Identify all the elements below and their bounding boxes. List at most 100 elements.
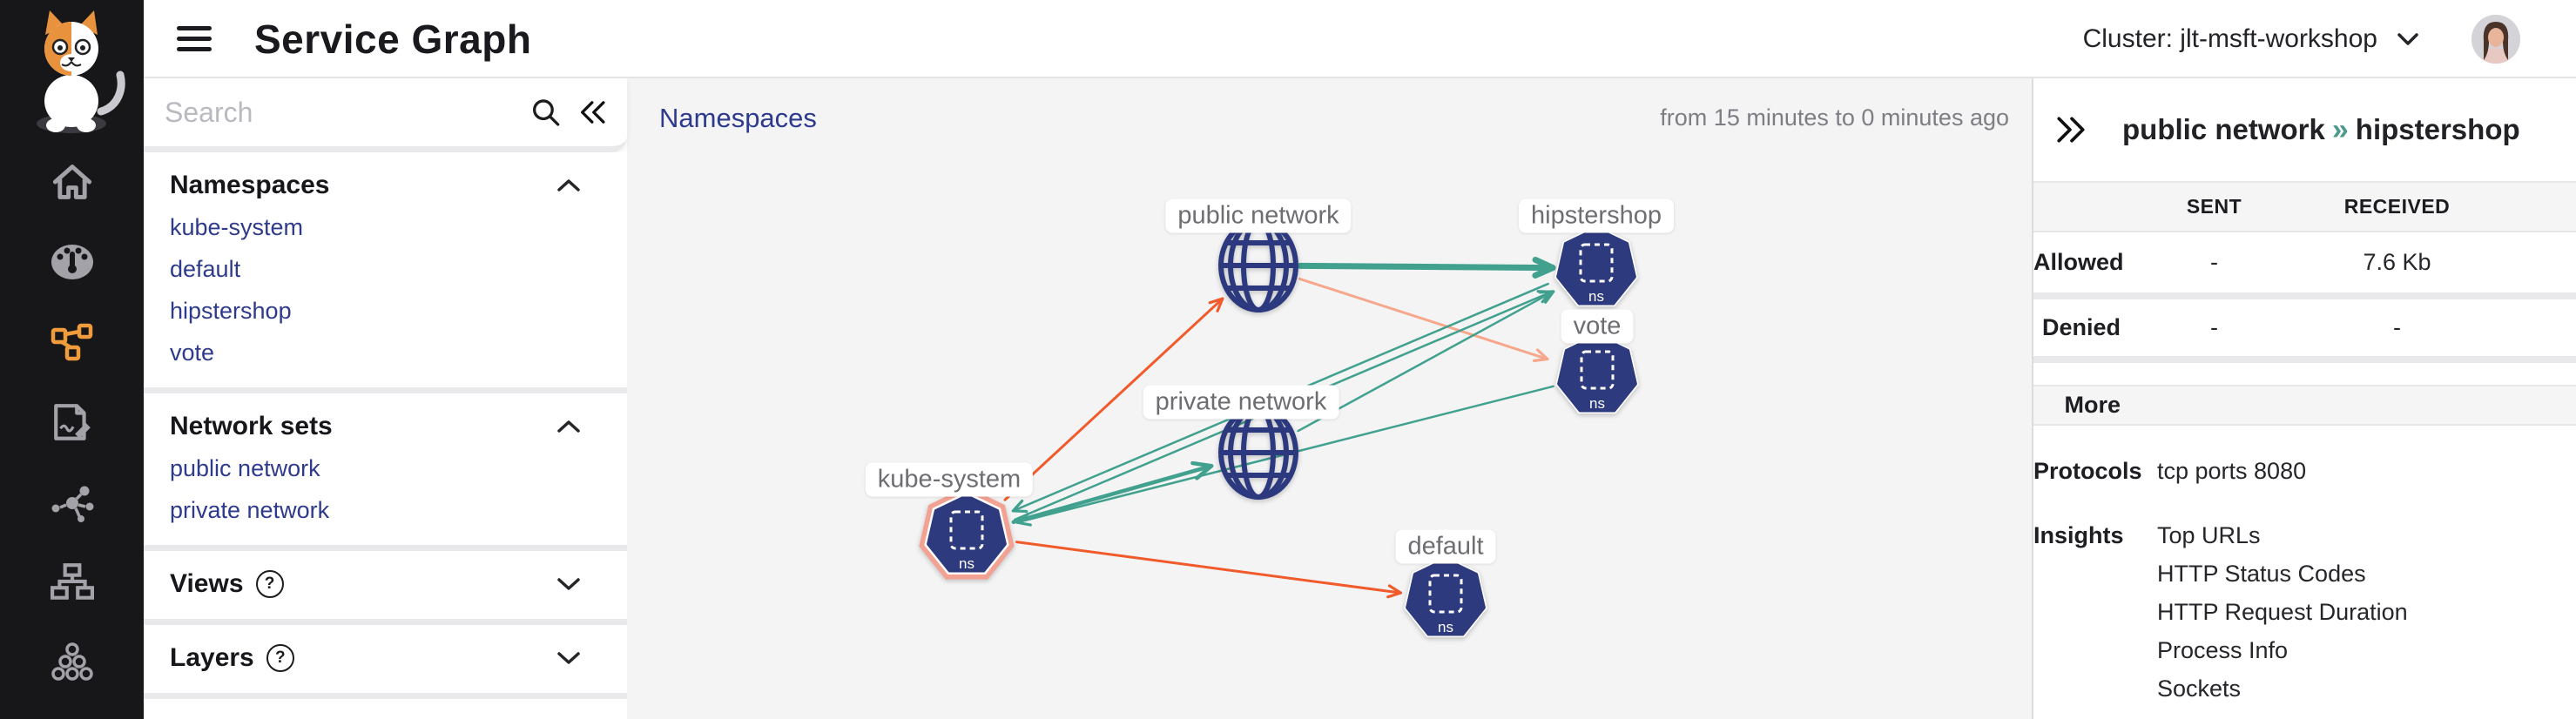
search-icon[interactable] bbox=[530, 96, 561, 129]
clusters-icon bbox=[51, 642, 93, 681]
rail-item-hierarchy[interactable] bbox=[48, 563, 97, 601]
section-header[interactable]: Views? bbox=[144, 563, 627, 605]
sidebar-sections: Namespaces kube-system default hipstershop v… bbox=[144, 152, 627, 699]
chevron-up-icon bbox=[557, 179, 580, 192]
edge-public-network-to-vote[interactable] bbox=[1298, 277, 1549, 362]
service-graph-icon bbox=[51, 323, 92, 361]
menu-icon[interactable] bbox=[177, 26, 212, 52]
row-label: Allowed bbox=[2033, 249, 2124, 275]
traffic-row-allowed: Allowed-7.6 Kb bbox=[2033, 232, 2576, 299]
sidebar-item-hipstershop[interactable]: hipstershop bbox=[170, 297, 292, 324]
column-sent: SENT bbox=[2186, 195, 2242, 218]
service-graph: ns ns ns ns bbox=[919, 218, 1639, 638]
globe-icon bbox=[1218, 218, 1298, 312]
search-bar bbox=[144, 78, 627, 152]
connections-icon bbox=[51, 486, 93, 522]
namespace-glyph bbox=[1580, 350, 1615, 390]
breadcrumb: public network » hipstershop bbox=[2122, 113, 2520, 147]
more-label: More bbox=[2064, 392, 2121, 418]
hierarchy-icon bbox=[50, 563, 94, 600]
svg-text:ns: ns bbox=[959, 555, 974, 572]
breadcrumb-arrow-icon: » bbox=[2331, 112, 2349, 146]
node-vote[interactable]: ns bbox=[1555, 333, 1639, 414]
sidebar-item-private-network[interactable]: private network bbox=[170, 496, 330, 523]
brand-logo[interactable] bbox=[0, 0, 144, 133]
insights-label: Insights bbox=[2033, 522, 2124, 548]
graph-canvas[interactable]: ns ns ns ns Namespaces from 15 minutes to 0… bbox=[627, 78, 2032, 719]
rail-item-home[interactable] bbox=[48, 162, 97, 202]
sent-value: - bbox=[2210, 314, 2218, 340]
chevron-down-icon bbox=[557, 578, 580, 590]
edge-kube-system-to-default[interactable] bbox=[1015, 541, 1403, 599]
node-label-kube-system[interactable]: kube-system bbox=[865, 462, 1034, 497]
sidebar-item-kube-system[interactable]: kube-system bbox=[170, 213, 304, 240]
section-label: Layers bbox=[170, 643, 254, 672]
globe-icon bbox=[1218, 406, 1298, 500]
node-hipstershop[interactable]: ns bbox=[1554, 225, 1638, 307]
node-public-network[interactable] bbox=[1218, 218, 1298, 312]
protocols-label: Protocols bbox=[2033, 458, 2142, 484]
node-label-private-network[interactable]: private network bbox=[1143, 385, 1339, 420]
node-private-network[interactable] bbox=[1218, 406, 1298, 500]
sidebar-section-layers: Layers? bbox=[144, 625, 627, 699]
edge-public-network-to-hipstershop[interactable] bbox=[1297, 256, 1556, 279]
node-label-hipstershop[interactable]: hipstershop bbox=[1519, 198, 1674, 233]
time-range-label[interactable]: from 15 minutes to 0 minutes ago bbox=[1660, 104, 2009, 131]
chevron-down-icon bbox=[557, 652, 580, 664]
canvas-view-title: Namespaces bbox=[659, 103, 817, 133]
spacer bbox=[2033, 363, 2576, 385]
rail-item-access-reports[interactable] bbox=[48, 403, 97, 443]
section-label: Namespaces bbox=[170, 171, 330, 199]
details-header: public network » hipstershop bbox=[2033, 78, 2576, 181]
namespace-glyph bbox=[1579, 243, 1614, 283]
collapse-panel-icon[interactable] bbox=[2054, 114, 2087, 145]
rail-item-dashboard[interactable] bbox=[48, 243, 97, 281]
section-header[interactable]: Layers? bbox=[144, 637, 627, 679]
breadcrumb-target[interactable]: hipstershop bbox=[2355, 113, 2520, 145]
section-header[interactable]: Network sets bbox=[144, 406, 627, 447]
protocols-value: tcp ports 8080 bbox=[2157, 458, 2307, 484]
help-icon[interactable]: ? bbox=[266, 644, 294, 672]
edge-kube-system-to-public-network[interactable] bbox=[1003, 297, 1224, 501]
node-label-vote[interactable]: vote bbox=[1561, 309, 1634, 344]
breadcrumb-source[interactable]: public network bbox=[2122, 113, 2325, 145]
protocols-row: Protocols tcp ports 8080 bbox=[2033, 452, 2576, 490]
collapse-sidebar-icon[interactable] bbox=[578, 97, 608, 127]
edge-kube-system-to-private-network[interactable] bbox=[1011, 460, 1214, 524]
sent-value: - bbox=[2210, 249, 2218, 275]
insight-item-http-status-codes[interactable]: HTTP Status Codes bbox=[2157, 561, 2366, 587]
access-reports-icon bbox=[53, 404, 91, 440]
rail-item-service-graph[interactable] bbox=[48, 322, 97, 362]
insight-item-process-info[interactable]: Process Info bbox=[2157, 637, 2289, 663]
row-label: Denied bbox=[2041, 314, 2121, 340]
traffic-row-denied: Denied-- bbox=[2033, 299, 2576, 363]
node-default[interactable]: ns bbox=[1404, 556, 1487, 638]
sidebar-section-network-sets: Network sets public network private networ… bbox=[144, 393, 627, 551]
search-input[interactable] bbox=[165, 96, 530, 129]
home-icon bbox=[52, 165, 91, 199]
help-icon[interactable]: ? bbox=[255, 570, 284, 598]
rail-item-clusters[interactable] bbox=[48, 642, 97, 681]
node-kube-system[interactable]: ns bbox=[919, 487, 1015, 580]
sidebar-item-public-network[interactable]: public network bbox=[170, 454, 320, 481]
namespace-glyph bbox=[1428, 574, 1463, 614]
node-label-public-network[interactable]: public network bbox=[1165, 198, 1352, 233]
chevron-up-icon bbox=[557, 420, 580, 433]
insight-item-top-urls[interactable]: Top URLs bbox=[2157, 522, 2261, 548]
sidebar-section-namespaces: Namespaces kube-system default hipstershop v… bbox=[144, 152, 627, 393]
sidebar-item-default[interactable]: default bbox=[170, 255, 241, 282]
cluster-selector[interactable]: Cluster: jlt-msft-workshop bbox=[2082, 24, 2377, 53]
section-header[interactable]: Namespaces bbox=[144, 165, 627, 206]
svg-text:ns: ns bbox=[1589, 395, 1605, 412]
rail-item-connections[interactable] bbox=[48, 484, 97, 522]
avatar[interactable] bbox=[2471, 15, 2520, 64]
chevron-down-icon[interactable] bbox=[2395, 30, 2421, 48]
details-panel: public network » hipstershop SENT RECEIV… bbox=[2032, 78, 2576, 719]
sidebar-item-vote[interactable]: vote bbox=[170, 339, 215, 366]
node-label-default[interactable]: default bbox=[1395, 529, 1496, 564]
insight-item-http-request-duration[interactable]: HTTP Request Duration bbox=[2157, 599, 2408, 625]
cat-logo-icon bbox=[37, 10, 125, 133]
insight-item-sockets[interactable]: Sockets bbox=[2157, 675, 2242, 702]
